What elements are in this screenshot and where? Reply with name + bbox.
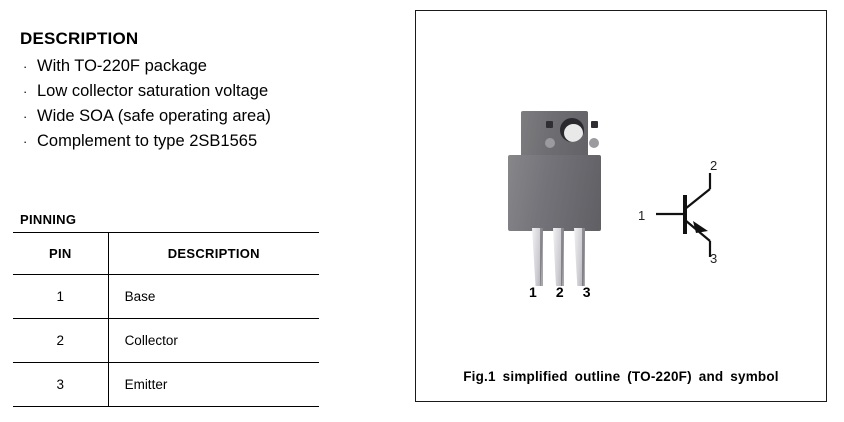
cell-description: Collector — [107, 318, 319, 363]
table-row: 1 Base — [13, 274, 319, 319]
column-header-pin: PIN — [13, 232, 109, 275]
tab-dot-top-left-icon — [546, 121, 553, 128]
cell-pin: 1 — [13, 274, 109, 319]
table-row: 3 Emitter — [13, 362, 319, 407]
description-item-text: Complement to type 2SB1565 — [37, 132, 258, 150]
lead-label-1: 1 — [529, 284, 538, 300]
pinning-table: PIN DESCRIPTION 1 Base 2 Collector 3 Emi… — [13, 232, 319, 407]
table-body: 1 Base 2 Collector 3 Emitter — [13, 274, 319, 407]
lead-shadow-2 — [561, 228, 564, 286]
package-lead-3 — [574, 228, 585, 286]
description-item-text: Wide SOA (safe operating area) — [37, 107, 271, 125]
bullet-icon: · — [23, 134, 28, 149]
bullet-icon: · — [23, 84, 28, 99]
list-item: · With TO-220F package — [22, 54, 352, 79]
package-mounting-tab — [521, 111, 599, 156]
list-item: · Complement to type 2SB1565 — [22, 129, 352, 154]
tab-notch-bottom-left-icon — [545, 138, 555, 148]
figure-caption: Fig.1 simplified outline (TO-220F) and s… — [463, 369, 779, 384]
to220f-package-illustration: 1 2 3 — [503, 111, 613, 306]
lead-label-3: 3 — [582, 284, 591, 300]
package-lead-1 — [532, 228, 543, 286]
left-column: DESCRIPTION · With TO-220F package · Low… — [0, 0, 400, 422]
column-header-description: DESCRIPTION — [107, 232, 319, 275]
package-body — [508, 155, 601, 231]
lead-label-2: 2 — [555, 284, 565, 300]
package-lead-2 — [553, 228, 564, 286]
npn-transistor-symbol: 1 2 3 — [638, 151, 748, 276]
cell-pin: 3 — [13, 362, 109, 407]
transistor-symbol-icon — [656, 173, 712, 257]
lead-shadow-3 — [582, 228, 585, 286]
table-row: 2 Collector — [13, 318, 319, 363]
description-list: · With TO-220F package · Low collector s… — [22, 54, 352, 154]
list-item: · Wide SOA (safe operating area) — [22, 104, 352, 129]
bullet-icon: · — [23, 109, 28, 124]
description-heading: DESCRIPTION — [20, 29, 139, 48]
pinning-title: PINNING — [20, 212, 77, 227]
symbol-label-collector: 2 — [710, 158, 718, 173]
lead-label-group: 1 2 3 — [529, 284, 591, 300]
symbol-label-base: 1 — [638, 208, 646, 223]
bullet-icon: · — [23, 59, 28, 74]
table-header-row: PIN DESCRIPTION — [13, 232, 319, 275]
cell-description: Emitter — [107, 362, 319, 407]
tab-dot-top-right-icon — [591, 121, 598, 128]
lead-shadow-1 — [540, 228, 543, 286]
description-item-text: With TO-220F package — [37, 57, 207, 75]
cell-description: Base — [107, 274, 319, 319]
symbol-label-emitter: 3 — [710, 251, 718, 266]
figure-box: 1 2 3 1 2 3 Fig.1 simplified outline (TO… — [415, 10, 827, 402]
list-item: · Low collector saturation voltage — [22, 79, 352, 104]
mounting-hole-icon — [560, 118, 584, 142]
cell-pin: 2 — [13, 318, 109, 363]
description-item-text: Low collector saturation voltage — [37, 82, 269, 100]
table-header: PIN DESCRIPTION — [13, 232, 319, 275]
tab-notch-bottom-right-icon — [589, 138, 599, 148]
